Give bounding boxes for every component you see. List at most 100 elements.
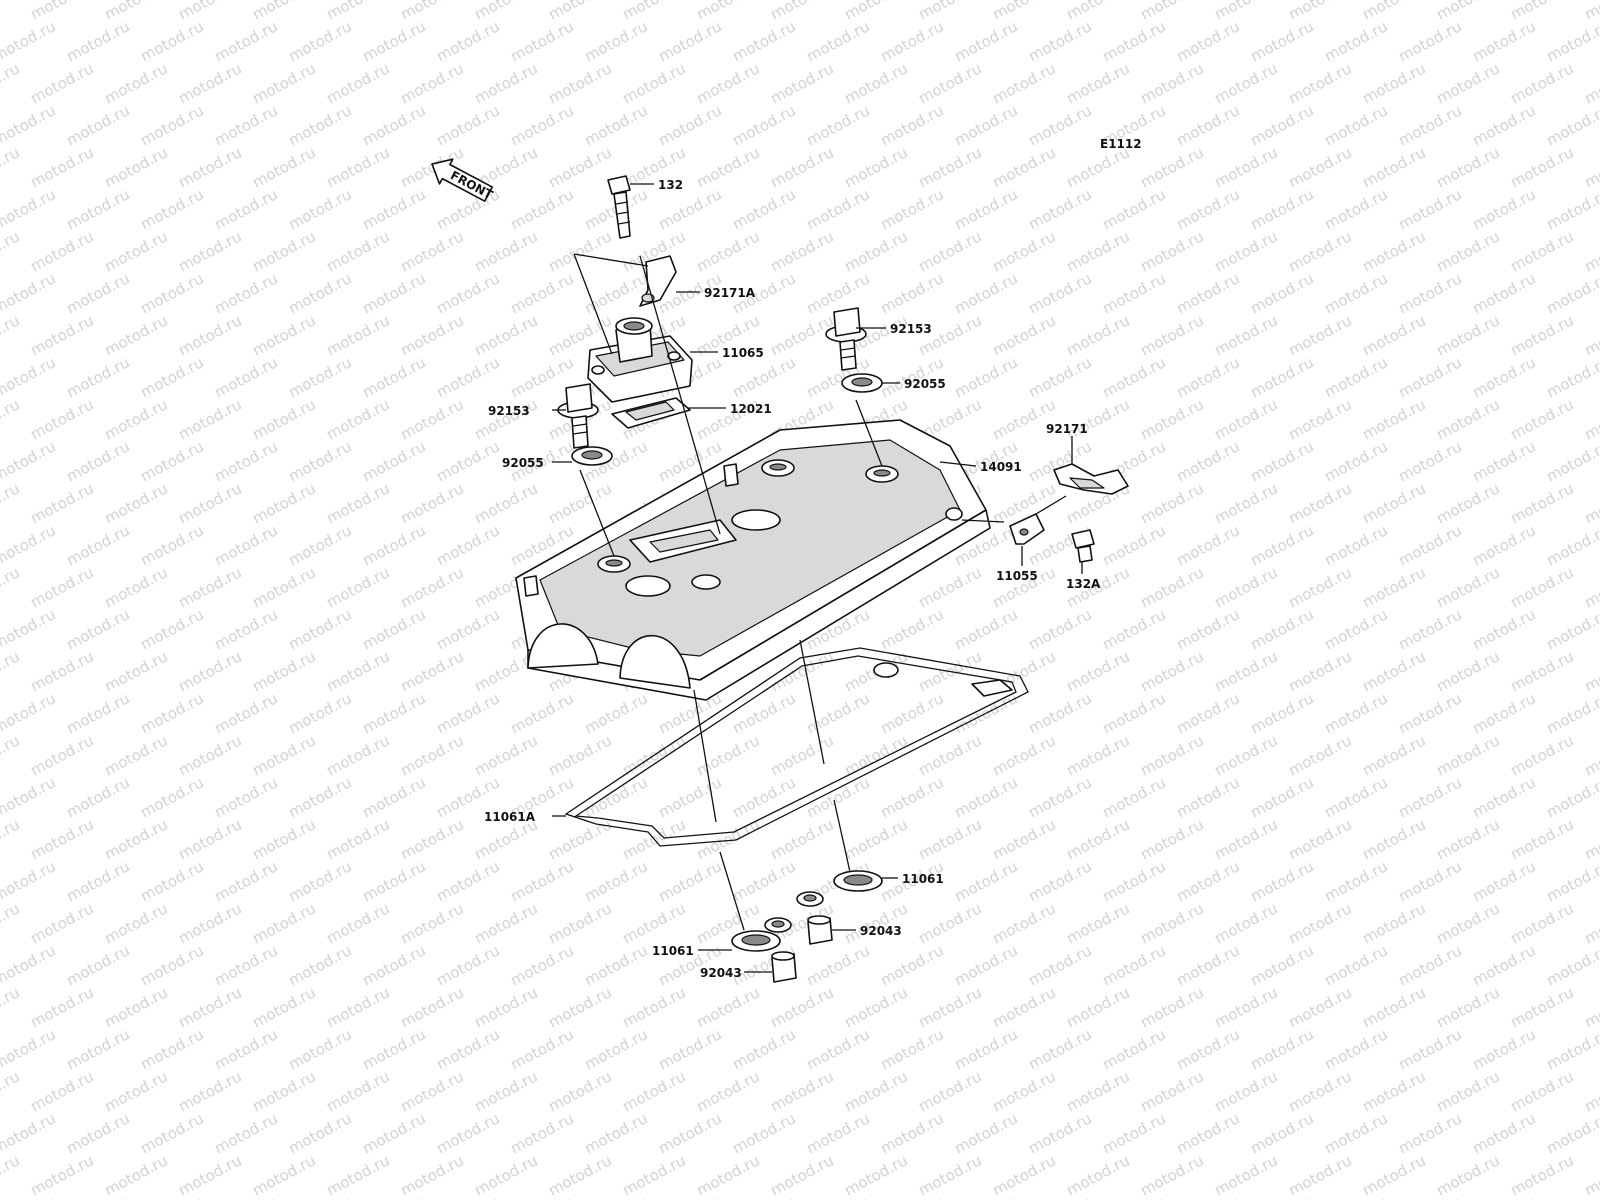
watermark-text: motod.ru xyxy=(1433,1151,1502,1199)
watermark-text: motod.ru xyxy=(507,1193,576,1200)
watermark-text: motod.ru xyxy=(507,185,576,233)
watermark-text: motod.ru xyxy=(1173,1193,1242,1200)
cylinder-head-cover-14091-icon xyxy=(515,419,991,701)
watermark-text: motod.ru xyxy=(249,815,318,863)
watermark-text: motod.ru xyxy=(137,437,206,485)
watermark-text: motod.ru xyxy=(249,1151,318,1199)
watermark-text: motod.ru xyxy=(841,0,910,24)
watermark-text: motod.ru xyxy=(137,1109,206,1157)
label-92171: 92171 xyxy=(1046,422,1088,436)
watermark-text: motod.ru xyxy=(1137,899,1206,947)
watermark-text: motod.ru xyxy=(619,59,688,107)
watermark-text: motod.ru xyxy=(803,185,872,233)
watermark-text: motod.ru xyxy=(0,185,59,233)
watermark-text: motod.ru xyxy=(1099,353,1168,401)
watermark-text: motod.ru xyxy=(175,1067,244,1115)
label-92055-right: 92055 xyxy=(904,377,946,391)
watermark-text: motod.ru xyxy=(1173,521,1242,569)
watermark-text: motod.ru xyxy=(1359,395,1428,443)
watermark-text: motod.ru xyxy=(1173,353,1242,401)
watermark-text: motod.ru xyxy=(101,479,170,527)
watermark-text: motod.ru xyxy=(1025,689,1094,737)
watermark-text: motod.ru xyxy=(471,1067,540,1115)
watermark-text: motod.ru xyxy=(175,227,244,275)
seal-11061-left-icon xyxy=(731,917,792,952)
watermark-text: motod.ru xyxy=(693,731,762,779)
watermark-text: motod.ru xyxy=(655,185,724,233)
watermark-text: motod.ru xyxy=(989,731,1058,779)
watermark-text: motod.ru xyxy=(323,395,392,443)
watermark-text: motod.ru xyxy=(877,1193,946,1200)
watermark-text: motod.ru xyxy=(581,17,650,65)
watermark-text: motod.ru xyxy=(211,17,280,65)
watermark-text: motod.ru xyxy=(1507,563,1576,611)
watermark-text: motod.ru xyxy=(323,59,392,107)
watermark-text: motod.ru xyxy=(249,59,318,107)
label-92043-left: 92043 xyxy=(700,966,742,980)
watermark-text: motod.ru xyxy=(1469,101,1538,149)
watermark-text: motod.ru xyxy=(101,983,170,1031)
watermark-text: motod.ru xyxy=(433,689,502,737)
watermark-text: motod.ru xyxy=(1211,563,1280,611)
watermark-text: motod.ru xyxy=(1433,59,1502,107)
watermark-text: motod.ru xyxy=(1581,731,1600,779)
watermark-text: motod.ru xyxy=(397,731,466,779)
watermark-text: motod.ru xyxy=(1063,59,1132,107)
watermark-text: motod.ru xyxy=(359,689,428,737)
watermark-text: motod.ru xyxy=(101,899,170,947)
watermark-text: motod.ru xyxy=(1359,563,1428,611)
watermark-text: motod.ru xyxy=(1063,0,1132,24)
watermark-text: motod.ru xyxy=(1543,857,1600,905)
watermark-text: motod.ru xyxy=(1137,0,1206,24)
watermark-text: motod.ru xyxy=(0,647,23,695)
watermark-text: motod.ru xyxy=(249,143,318,191)
watermark-text: motod.ru xyxy=(1507,1151,1576,1199)
watermark-text: motod.ru xyxy=(471,731,540,779)
watermark-text: motod.ru xyxy=(1581,983,1600,1031)
watermark-text: motod.ru xyxy=(1173,857,1242,905)
watermark-text: motod.ru xyxy=(211,185,280,233)
watermark-text: motod.ru xyxy=(1211,731,1280,779)
watermark-text: motod.ru xyxy=(1285,815,1354,863)
gasket-11061a-icon xyxy=(564,647,1029,847)
watermark-text: motod.ru xyxy=(507,1109,576,1157)
watermark-text: motod.ru xyxy=(1173,1109,1242,1157)
watermark-text: motod.ru xyxy=(1469,185,1538,233)
watermark-text: motod.ru xyxy=(1543,353,1600,401)
watermark-text: motod.ru xyxy=(175,815,244,863)
watermark-text: motod.ru xyxy=(951,773,1020,821)
watermark-text: motod.ru xyxy=(0,395,23,443)
watermark-text: motod.ru xyxy=(359,1193,428,1200)
watermark-text: motod.ru xyxy=(877,1025,946,1073)
watermark-text: motod.ru xyxy=(507,941,576,989)
label-92055-left: 92055 xyxy=(502,456,544,470)
watermark-text: motod.ru xyxy=(989,1067,1058,1115)
watermark-text: motod.ru xyxy=(693,143,762,191)
watermark-text: motod.ru xyxy=(1433,479,1502,527)
label-92171a: 92171A xyxy=(704,286,756,300)
watermark-text: motod.ru xyxy=(1025,353,1094,401)
watermark-text: motod.ru xyxy=(767,1067,836,1115)
watermark-text: motod.ru xyxy=(211,1109,280,1157)
watermark-text: motod.ru xyxy=(1395,605,1464,653)
watermark-text: motod.ru xyxy=(729,689,798,737)
watermark-text: motod.ru xyxy=(101,731,170,779)
watermark-text: motod.ru xyxy=(545,143,614,191)
watermark-text: motod.ru xyxy=(0,1193,59,1200)
watermark-text: motod.ru xyxy=(1285,0,1354,24)
watermark-text: motod.ru xyxy=(1025,101,1094,149)
watermark-text: motod.ru xyxy=(285,185,354,233)
watermark-text: motod.ru xyxy=(1173,689,1242,737)
watermark-text: motod.ru xyxy=(323,143,392,191)
watermark-text: motod.ru xyxy=(1285,59,1354,107)
watermark-text: motod.ru xyxy=(0,983,23,1031)
watermark-text: motod.ru xyxy=(1247,269,1316,317)
watermark-text: motod.ru xyxy=(1321,101,1390,149)
watermark-text: motod.ru xyxy=(1285,227,1354,275)
watermark-text: motod.ru xyxy=(767,983,836,1031)
watermark-text: motod.ru xyxy=(175,311,244,359)
watermark-text: motod.ru xyxy=(211,1025,280,1073)
watermark-text: motod.ru xyxy=(507,269,576,317)
watermark-text: motod.ru xyxy=(841,59,910,107)
